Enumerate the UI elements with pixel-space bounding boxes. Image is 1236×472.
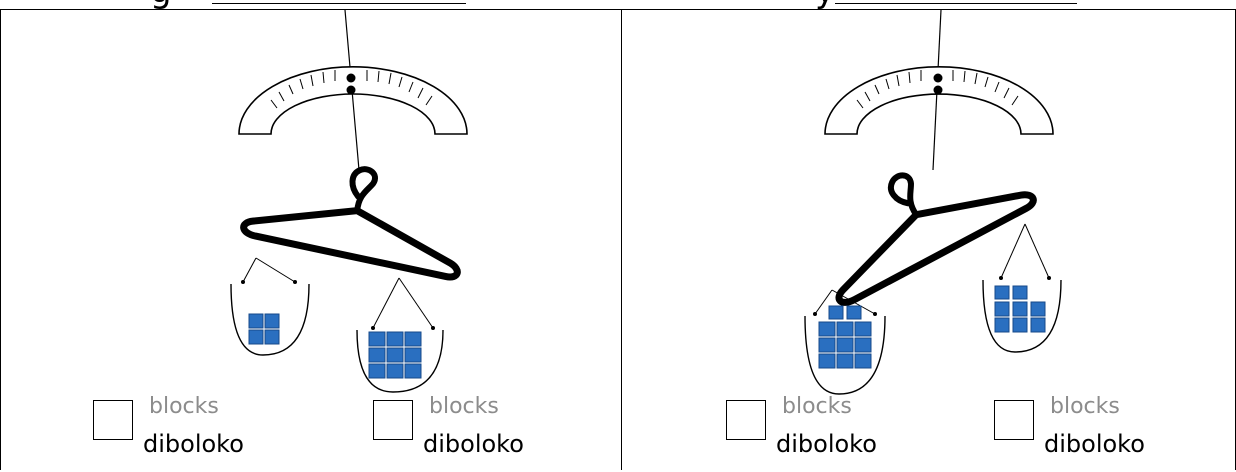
balance-scene	[161, 10, 561, 405]
block-icon	[369, 332, 421, 378]
hanging-scale-illustration	[757, 10, 1157, 405]
balance-scene	[757, 10, 1157, 405]
answer-label-sesotho: diboloko	[143, 430, 244, 458]
scale-panel-left: blocks diboloko blocks diboloko	[0, 9, 622, 470]
cutoff-text-right: y	[815, 0, 835, 8]
cutoff-text-left: g	[150, 0, 172, 8]
answer-label-english: blocks	[429, 394, 499, 419]
answer-label-sesotho: diboloko	[776, 430, 877, 458]
answer-box[interactable]	[726, 400, 766, 440]
answer-label-english: blocks	[782, 394, 852, 419]
answer-slot-left-bucket: blocks diboloko	[726, 392, 926, 472]
answer-slot-right-bucket: blocks diboloko	[994, 392, 1194, 472]
scale-panel-right: blocks diboloko blocks diboloko	[622, 9, 1236, 470]
scale-icon	[825, 67, 1053, 134]
answer-box[interactable]	[93, 400, 133, 440]
bucket-left	[231, 258, 309, 355]
answer-slot-right-bucket: blocks diboloko	[373, 392, 573, 472]
hanging-scale-illustration	[161, 10, 561, 405]
bucket-right	[983, 224, 1061, 352]
answer-line-right	[835, 3, 1077, 4]
bucket-right	[357, 278, 443, 392]
answer-label-english: blocks	[149, 394, 219, 419]
answer-label-sesotho: diboloko	[1044, 430, 1145, 458]
answer-label-sesotho: diboloko	[423, 430, 524, 458]
answer-line-left	[212, 3, 466, 4]
answer-slot-left-bucket: blocks diboloko	[93, 392, 293, 472]
answer-box[interactable]	[373, 400, 413, 440]
answer-label-english: blocks	[1050, 394, 1120, 419]
answer-box[interactable]	[994, 400, 1034, 440]
